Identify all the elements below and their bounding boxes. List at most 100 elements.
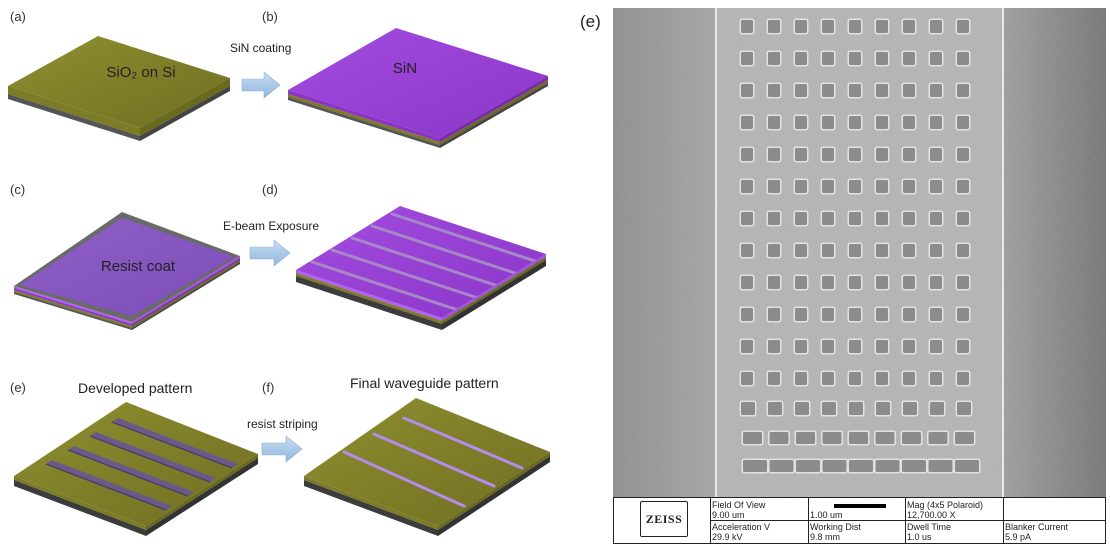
sem-hole — [769, 460, 794, 472]
sem-hole — [849, 244, 861, 257]
arrow-step2-icon — [249, 239, 291, 267]
sem-hole — [930, 402, 944, 415]
sem-hole — [768, 84, 780, 97]
sem-hole — [930, 20, 942, 33]
sem-hole — [957, 340, 969, 353]
sem-hole — [741, 20, 753, 33]
sem-hole — [768, 148, 780, 161]
sem-hole — [795, 372, 807, 385]
panel-d-label: (d) — [262, 182, 278, 197]
panel-a-text: SiO₂ on Si — [106, 64, 176, 81]
sem-hole — [930, 244, 942, 257]
panel-e-left-slab — [14, 402, 258, 536]
sem-hole — [741, 116, 753, 129]
sem-hole — [903, 84, 915, 97]
sem-hole — [849, 402, 863, 415]
sem-hole — [955, 460, 979, 472]
sem-hole — [741, 212, 753, 225]
sem-hole — [768, 20, 780, 33]
sem-hole — [849, 460, 873, 472]
sem-hole — [822, 402, 836, 415]
sem-hole — [741, 148, 753, 161]
sem-hole — [741, 84, 753, 97]
sem-hole — [849, 308, 861, 321]
mag-label: Mag (4x5 Polaroid) — [907, 500, 984, 510]
accel-value: 29.9 kV — [712, 532, 743, 542]
sem-hole — [822, 432, 842, 444]
sem-hole — [741, 308, 753, 321]
sem-hole — [903, 402, 917, 415]
sem-hole — [876, 308, 888, 321]
sem-hole — [768, 116, 780, 129]
sem-hole — [903, 276, 915, 289]
sem-hole — [768, 212, 780, 225]
field-of-view-value: 9.00 um — [712, 510, 745, 520]
dwell-time-value: 1.0 us — [907, 532, 932, 542]
sem-hole — [930, 276, 942, 289]
sem-hole — [957, 212, 969, 225]
sem-hole — [741, 244, 753, 257]
sem-hole — [876, 52, 888, 65]
panel-b-slab — [288, 28, 548, 148]
sem-hole — [903, 340, 915, 353]
sem-hole — [822, 148, 834, 161]
sem-hole — [795, 84, 807, 97]
blanker-current-label: Blanker Current — [1005, 522, 1069, 532]
sem-hole — [875, 432, 895, 444]
sem-hole — [902, 432, 921, 444]
panel-b-text: SiN — [392, 60, 418, 77]
panel-f-label: (f) — [262, 380, 275, 395]
sem-hole — [849, 116, 861, 129]
panel-c-text: Resist coat — [100, 258, 176, 275]
sem-hole — [930, 52, 942, 65]
working-dist-label: Working Dist — [810, 522, 861, 532]
sem-hole — [849, 432, 868, 444]
sem-hole — [796, 460, 820, 472]
sem-info-bar: ZEISS Field Of View 9.00 um 1.00 um Mag … — [613, 497, 1106, 544]
sem-hole — [741, 276, 753, 289]
sem-hole — [795, 402, 809, 415]
sem-hole — [795, 116, 807, 129]
sem-hole — [795, 52, 807, 65]
sem-hole — [822, 308, 834, 321]
sem-hole — [876, 84, 888, 97]
sem-hole — [768, 340, 780, 353]
sem-hole — [902, 460, 926, 472]
sem-hole — [822, 244, 834, 257]
sem-hole — [903, 212, 915, 225]
sem-hole — [903, 52, 915, 65]
sem-hole — [849, 340, 861, 353]
sem-hole — [876, 116, 888, 129]
sem-hole — [957, 148, 969, 161]
sem-hole — [849, 372, 861, 385]
sem-hole — [957, 180, 969, 193]
sem-hole — [957, 116, 969, 129]
sem-hole — [768, 244, 780, 257]
sem-hole — [741, 340, 753, 353]
step-sin-coating-label: SiN coating — [230, 41, 292, 55]
sem-hole — [928, 460, 953, 472]
sem-hole — [957, 52, 969, 65]
panel-a-slab — [8, 36, 230, 141]
sem-hole — [795, 340, 807, 353]
developed-pattern-heading: Developed pattern — [78, 380, 193, 396]
panel-b-label: (b) — [262, 9, 278, 24]
sem-hole — [822, 212, 834, 225]
zeiss-logo-frame — [640, 501, 688, 537]
mag-value: 12,700.00 X — [907, 510, 956, 520]
sem-hole — [876, 340, 888, 353]
sem-hole — [903, 116, 915, 129]
sem-hole — [849, 180, 861, 193]
accel-label: Acceleration V — [712, 522, 771, 532]
panel-c-label: (c) — [10, 182, 26, 197]
sem-hole — [822, 460, 847, 472]
sem-hole — [930, 180, 942, 193]
sem-hole — [876, 402, 890, 415]
sem-hole — [849, 212, 861, 225]
sem-micrograph — [613, 8, 1106, 497]
sem-hole — [957, 402, 971, 415]
sem-hole — [903, 148, 915, 161]
panel-a-label: (a) — [10, 9, 26, 24]
sem-hole — [849, 20, 861, 33]
sem-hole — [822, 20, 834, 33]
